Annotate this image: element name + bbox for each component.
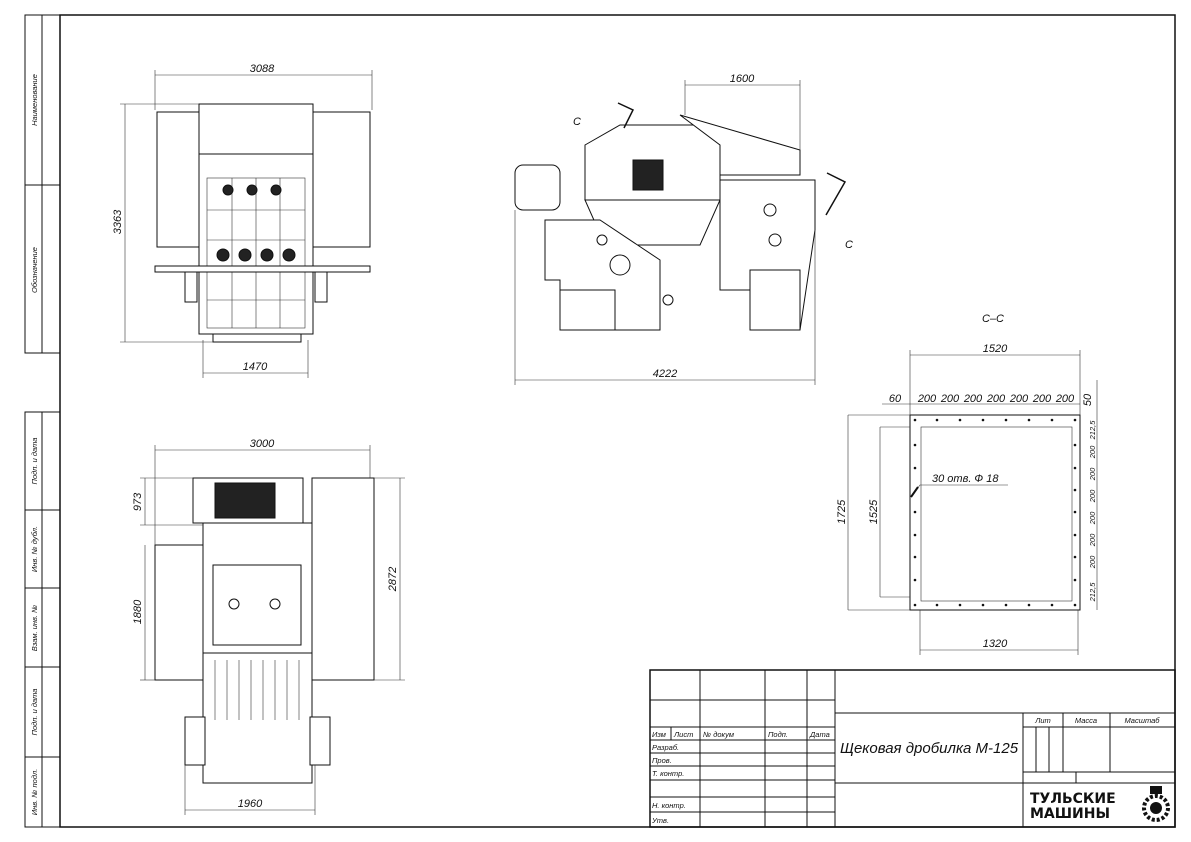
logo-line-2: МАШИНЫ — [1030, 806, 1110, 822]
dim-section-inner-height: 1525 — [868, 499, 880, 524]
strip-label-replace-inv: Взам. инв. № — [30, 605, 39, 651]
header-signature: Подп. — [768, 730, 788, 739]
strip-label-dup-inv: Инв. № дубл. — [30, 526, 39, 572]
dim-section-top-margin: 50 — [1082, 393, 1094, 406]
dim-plan-width: 3000 — [250, 438, 275, 450]
role-developer: Разраб. — [652, 743, 679, 752]
company-logo: ТУЛЬСКИЕ МАШИНЫ — [1030, 786, 1170, 822]
title-block: Изм Лист № докум Подп. Дата Разраб. Пров… — [649, 669, 1176, 828]
header-sheet: Лист — [673, 730, 693, 739]
dim-pitch-top: 200 — [1032, 393, 1052, 405]
section-title: С–С — [982, 313, 1004, 325]
dim-section-outer-width: 1520 — [983, 343, 1008, 355]
dim-pitch-top: 200 — [917, 393, 937, 405]
dim-pitch-top: 200 — [963, 393, 983, 405]
dim-side-length: 4222 — [653, 368, 677, 380]
top-pitch-dims: 200 200 200 200 200 200 200 — [917, 393, 1075, 405]
strip-label-designation: Обозначение — [30, 247, 39, 293]
role-norm-control: Н. контр. — [652, 801, 686, 810]
dim-plan-base: 1960 — [238, 798, 263, 810]
dim-pitch-top: 200 — [1009, 393, 1029, 405]
section-mark-top: С — [573, 116, 581, 128]
drawing-title: Щековая дробилка М-125 — [840, 740, 1019, 757]
dim-plan-upper: 973 — [132, 492, 144, 511]
dim-front-height: 3363 — [112, 209, 124, 234]
strip-label-sign-date: Подп. и дата — [30, 438, 39, 485]
dim-section-offset: 60 — [889, 393, 902, 405]
col-mass: Масса — [1075, 716, 1097, 725]
dim-plan-total: 2872 — [387, 567, 399, 592]
logo-line-1: ТУЛЬСКИЕ — [1030, 791, 1116, 807]
dim-pitch-top: 200 — [940, 393, 960, 405]
role-tech-control: Т. контр. — [652, 769, 684, 778]
col-scale: Масштаб — [1124, 716, 1160, 725]
dim-pitch-right: 200 — [1088, 533, 1097, 547]
dim-pitch-top: 200 — [986, 393, 1006, 405]
dim-plan-middle: 1880 — [132, 599, 144, 624]
strip-label-orig-inv: Инв. № подл. — [30, 769, 39, 816]
right-pitch-dims: 212,5 200 200 200 200 200 200 212,5 — [1088, 420, 1097, 603]
dim-pitch-top: 200 — [1055, 393, 1075, 405]
strip-label-name: Наименование — [30, 74, 39, 126]
dim-pitch-right: 200 — [1088, 489, 1097, 503]
header-change: Изм — [652, 730, 666, 739]
dim-pitch-right: 212,5 — [1088, 582, 1097, 603]
plan-view: 3000 973 1880 2872 1960 — [132, 438, 405, 815]
dim-pitch-right: 200 — [1088, 555, 1097, 569]
dim-pitch-right: 200 — [1088, 511, 1097, 525]
dim-side-top: 1600 — [730, 73, 755, 85]
header-doc-number: № докум — [703, 730, 734, 739]
side-view: С С 1600 4222 — [514, 73, 853, 385]
dim-pitch-right: 200 — [1088, 445, 1097, 459]
col-letter: Лит — [1034, 716, 1051, 725]
front-view: 3088 3363 1470 — [112, 63, 373, 378]
role-checker: Пров. — [652, 756, 672, 765]
header-date: Дата — [809, 730, 830, 739]
side-strip: Наименование Обозначение Подп. и дата Ин… — [24, 14, 61, 828]
section-view: С–С 1725 1525 1520 1320 60 200 200 200 2… — [836, 313, 1098, 655]
gear-emblem-icon — [1142, 786, 1170, 822]
dim-pitch-right: 212,5 — [1088, 420, 1097, 441]
role-approved: Утв. — [651, 816, 669, 825]
dim-section-bottom-width: 1320 — [983, 638, 1008, 650]
holes-note: 30 отв. Ф 18 — [932, 473, 999, 485]
dim-front-width: 3088 — [250, 63, 275, 75]
strip-label-sign-date-2: Подп. и дата — [30, 689, 39, 736]
section-mark-right: С — [845, 239, 853, 251]
dim-section-outer-height: 1725 — [836, 499, 848, 524]
dim-pitch-right: 200 — [1088, 467, 1097, 481]
dim-front-base: 1470 — [243, 361, 268, 373]
